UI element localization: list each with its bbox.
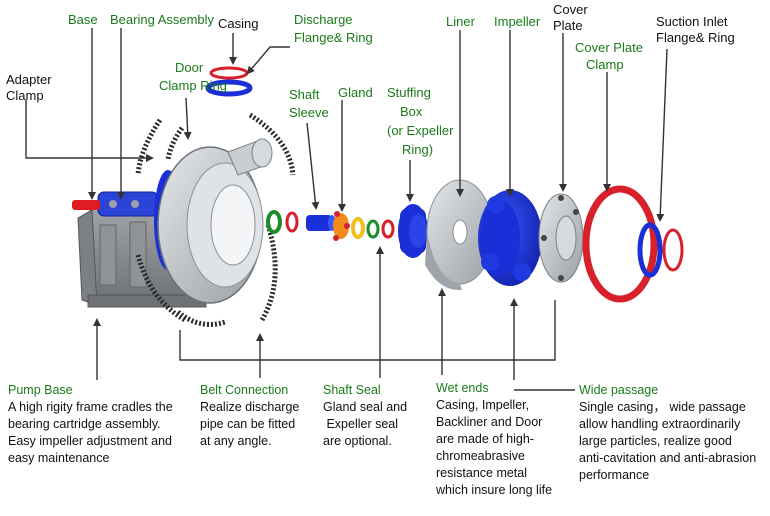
casing <box>157 138 273 304</box>
desc-wet-ends-line: which insure long life <box>436 483 553 497</box>
desc-wet-ends-line: Casing, Impeller, <box>436 398 530 412</box>
desc-belt-connection: Belt Connection Realize discharge pipe c… <box>200 382 299 450</box>
desc-shaft-seal-line: Gland seal and <box>323 400 408 414</box>
label-door-clamp-ring-1: Door <box>175 60 204 75</box>
label-stuffing-box-1: Stuffing <box>387 85 431 100</box>
label-stuffing-box-2: Box <box>400 104 423 119</box>
label-impeller: Impeller <box>494 14 541 29</box>
desc-wet-ends-line: are made of high- <box>436 432 534 446</box>
yellow-packing-ring <box>351 217 365 239</box>
desc-shaft-seal-line: Expeller seal <box>323 417 399 431</box>
green-seal-ring <box>266 210 282 234</box>
desc-pump-base: Pump Base A high rigity frame cradles th… <box>8 382 173 467</box>
label-gland: Gland <box>338 85 373 100</box>
desc-pump-base-line: bearing cartridge assembly. <box>8 417 161 431</box>
desc-pump-base-line: easy maintenance <box>8 451 110 465</box>
label-discharge-flange-2: Flange& Ring <box>294 30 373 45</box>
desc-pump-base-line: Easy impeller adjustment and <box>8 434 172 448</box>
label-bearing-assembly: Bearing Assembly <box>110 12 215 27</box>
desc-pump-base-line: A high rigity frame cradles the <box>8 400 173 414</box>
green-packing-ring <box>366 219 380 239</box>
desc-wide-passage-line: anti-cavitation and anti-abrasion <box>579 451 757 465</box>
label-base: Base <box>68 12 98 27</box>
label-suction-inlet-1: Suction Inlet <box>656 14 728 29</box>
connector-lines <box>179 300 575 391</box>
desc-wide-passage-title: Wide passage <box>579 383 659 397</box>
label-stuffing-box-4: Ring) <box>402 142 434 157</box>
desc-wet-ends-line: chromeabrasive <box>436 449 525 463</box>
desc-belt-connection-line: Realize discharge <box>200 400 300 414</box>
label-adapter-clamp-2: Clamp <box>6 88 44 103</box>
bearing-assembly-shaft <box>72 191 159 217</box>
stuffing-box <box>398 204 428 258</box>
label-liner: Liner <box>446 14 475 29</box>
desc-wide-passage-line: allow handling extraordinarily <box>579 417 741 431</box>
gland <box>333 211 350 241</box>
desc-wet-ends-title: Wet ends <box>436 381 489 395</box>
desc-shaft-seal-title: Shaft Seal <box>323 383 381 397</box>
desc-wet-ends-line: resistance metal <box>436 466 528 480</box>
desc-wide-passage-line: large particles, realize good <box>579 434 732 448</box>
red-seal-ring <box>285 211 299 233</box>
leader-arrows <box>25 28 668 380</box>
desc-wet-ends: Wet ends Casing, Impeller, Backliner and… <box>436 380 552 499</box>
desc-wide-passage: Wide passage Single casing， wide passage… <box>579 382 756 484</box>
label-cover-plate-2: Plate <box>553 18 583 33</box>
label-adapter-clamp-1: Adapter <box>6 72 52 87</box>
label-casing: Casing <box>218 16 259 31</box>
discharge-ring <box>209 66 249 80</box>
label-shaft-sleeve-2: Sleeve <box>289 105 329 120</box>
desc-shaft-seal: Shaft Seal Gland seal and Expeller seal … <box>323 382 407 450</box>
desc-wide-passage-line: Single casing， wide passage <box>579 400 746 414</box>
cover-plate <box>538 193 584 283</box>
label-cover-plate-1: Cover <box>553 2 588 17</box>
red-packing-ring <box>381 219 395 239</box>
desc-belt-connection-title: Belt Connection <box>200 383 289 397</box>
clamp-segments <box>135 112 296 327</box>
label-suction-inlet-2: Flange& Ring <box>656 30 735 45</box>
suction-inlet-ring <box>662 228 684 272</box>
label-shaft-sleeve-1: Shaft <box>289 87 320 102</box>
shaft-sleeve <box>306 215 336 231</box>
label-stuffing-box-3: (or Expeller <box>387 123 454 138</box>
desc-pump-base-title: Pump Base <box>8 383 73 397</box>
cover-plate-clamp-ring <box>582 185 658 303</box>
label-cover-plate-clamp-2: Clamp <box>586 57 624 72</box>
discharge-flange <box>205 79 253 97</box>
label-cover-plate-clamp-1: Cover Plate <box>575 40 643 55</box>
desc-wet-ends-line: Backliner and Door <box>436 415 543 429</box>
desc-wide-passage-line: performance <box>579 468 650 482</box>
impeller <box>478 190 542 286</box>
desc-belt-connection-line: pipe can be fitted <box>200 417 296 431</box>
label-discharge-flange-1: Discharge <box>294 12 353 27</box>
suction-inlet-flange <box>637 222 663 278</box>
desc-belt-connection-line: at any angle. <box>200 434 272 448</box>
desc-shaft-seal-line: are optional. <box>323 434 392 448</box>
label-door-clamp-ring-2: Clamp Ring <box>159 78 227 93</box>
